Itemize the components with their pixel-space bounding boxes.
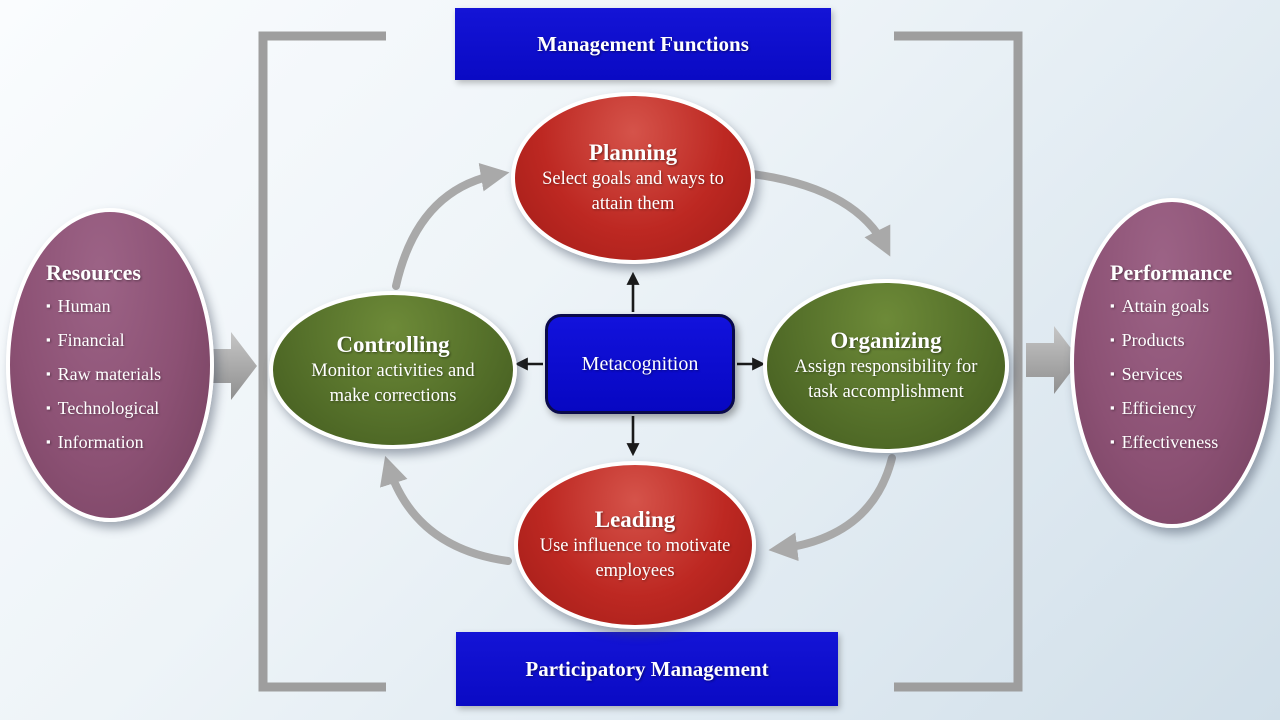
list-item: Human xyxy=(46,290,210,324)
node-controlling-title: Controlling xyxy=(336,331,450,357)
node-planning-title: Planning xyxy=(588,139,678,165)
list-item: Financial xyxy=(46,324,210,358)
banner-top-label: Management Functions xyxy=(537,31,749,56)
banner-management-functions: Management Functions xyxy=(455,8,831,80)
banner-bottom-label: Participatory Management xyxy=(525,656,769,681)
node-organizing: Organizing Assign responsibility for tas… xyxy=(763,279,1009,453)
performance-list: Attain goals Products Services Efficienc… xyxy=(1110,290,1270,460)
node-planning: Planning Select goals and ways to attain… xyxy=(511,92,755,264)
list-item: Effectiveness xyxy=(1110,426,1270,460)
list-item: Information xyxy=(46,426,210,460)
node-organizing-title: Organizing xyxy=(830,327,942,353)
performance-title: Performance xyxy=(1110,260,1233,285)
resources-list: Human Financial Raw materials Technologi… xyxy=(46,290,210,460)
banner-participatory-management: Participatory Management xyxy=(456,632,838,706)
resources-title: Resources xyxy=(46,260,141,285)
cycle-arrow-planning-to-organizing xyxy=(748,170,891,257)
node-planning-desc: Select goals and ways to attain them xyxy=(542,169,724,215)
list-item: Services xyxy=(1110,358,1270,392)
node-leading: Leading Use influence to motivate employ… xyxy=(514,461,756,629)
cycle-arrow-controlling-to-planning xyxy=(392,163,510,290)
metacognition-label: Metacognition xyxy=(581,352,699,375)
cycle-arrow-organizing-to-leading xyxy=(768,454,896,562)
list-item: Raw materials xyxy=(46,358,210,392)
cycle-arrow-leading-to-controlling xyxy=(380,455,512,565)
node-controlling: Controlling Monitor activities and make … xyxy=(269,291,517,449)
list-item: Attain goals xyxy=(1110,290,1270,324)
resources-ellipse: Resources Human Financial Raw materials … xyxy=(6,208,214,522)
performance-ellipse: Performance Attain goals Products Servic… xyxy=(1070,198,1274,528)
node-leading-desc: Use influence to motivate employees xyxy=(539,536,731,582)
list-item: Technological xyxy=(46,392,210,426)
list-item: Efficiency xyxy=(1110,392,1270,426)
list-item: Products xyxy=(1110,324,1270,358)
node-controlling-desc: Monitor activities and make corrections xyxy=(311,361,475,407)
metacognition-box: Metacognition xyxy=(545,314,735,414)
node-leading-title: Leading xyxy=(594,506,676,532)
node-organizing-desc: Assign responsibility for task accomplis… xyxy=(794,357,978,403)
